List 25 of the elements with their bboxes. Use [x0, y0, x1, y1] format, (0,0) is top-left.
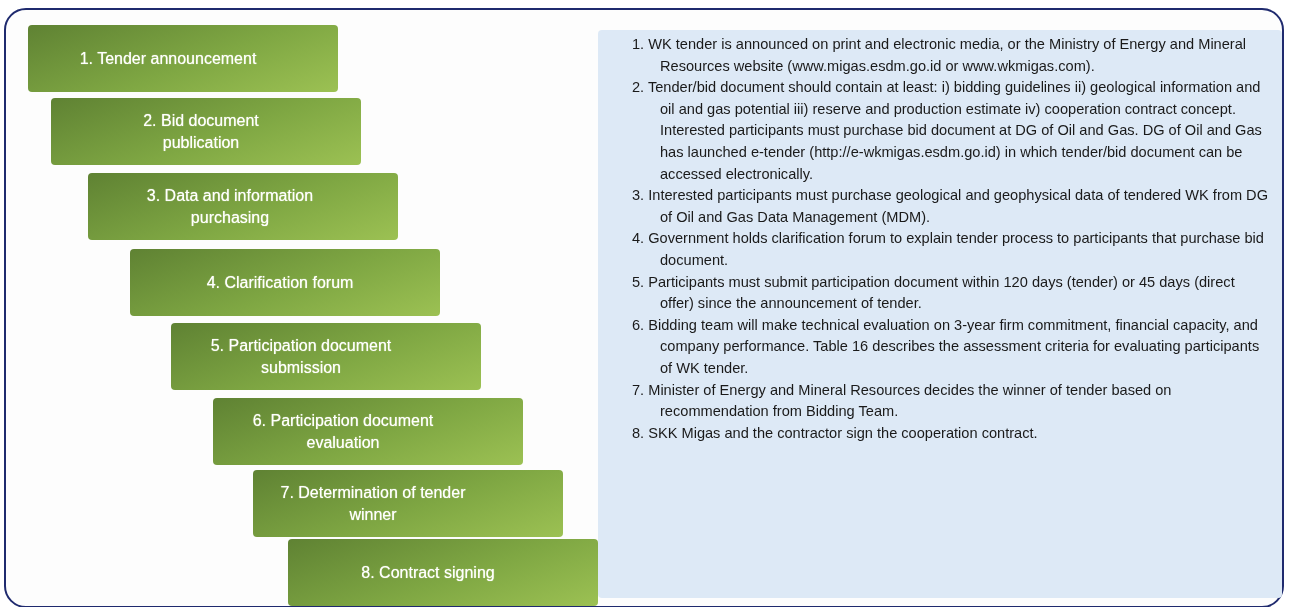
step-box [213, 398, 523, 465]
step-label: 8. Contract signing [360, 562, 496, 583]
description-panel [598, 30, 1282, 598]
step-label: 5. Participation document submission [209, 335, 393, 378]
step-label: 1. Tender announcement [78, 48, 258, 69]
list-item: 2. Tender/bid document should contain at least: i) bidding guidelines ii) geological information and oil and gas potential iii) reserve and production estimate iv) cooperation contract concept. Interested participants must purchase bid document at DG of Oil and Gas. DG of Oil and Gas has launched e-tender (http://e-wkmigas.esdm.go.id) in which tender/bid document can be accessed electronically. [632, 78, 1263, 184]
step-box [253, 470, 563, 537]
step-box [88, 173, 398, 240]
step-box [130, 249, 440, 316]
step-label: 2. Bid document publication [142, 110, 260, 153]
list-item: 3. Interested participants must purchase geological and geophysical data of tendered WK from DG of Oil and Gas Data Management (MDM). [632, 186, 1268, 227]
step-box [288, 539, 598, 606]
list-item: 1. WK tender is announced on print and electronic media, or the Ministry of Energy and Mineral Resources website (www.migas.esdm.go.id or www.wkmigas.com). [632, 35, 1248, 76]
list-item: 6. Bidding team will make technical evaluation on 3-year firm commitment, financial capacity, and company performance. Table 16 describes the assessment criteria for evaluating participants of WK tender. [632, 315, 1261, 378]
step-label: 4. Clarification forum [205, 272, 355, 293]
list-item: 7. Minister of Energy and Mineral Resources decides the winner of tender based on recommendation from Bidding Team. [632, 380, 1173, 422]
step-box [28, 25, 338, 92]
list-item: 5. Participants must submit participation document within 120 days (tender) or 45 days (direct offer) since the announcement of tender. [632, 272, 1236, 314]
step-label: 6. Participation document evaluation [251, 410, 435, 453]
list-item: 4. Government holds clarification forum to explain tender process to participants that purchase bid document. [632, 229, 1265, 270]
list-item: 8. SKK Migas and the contractor sign the cooperation contract. [632, 423, 1039, 443]
step-box [51, 98, 361, 165]
step-box [171, 323, 481, 390]
step-label: 7. Determination of tender winner [279, 482, 467, 525]
step-label: 3. Data and information purchasing [145, 185, 315, 228]
